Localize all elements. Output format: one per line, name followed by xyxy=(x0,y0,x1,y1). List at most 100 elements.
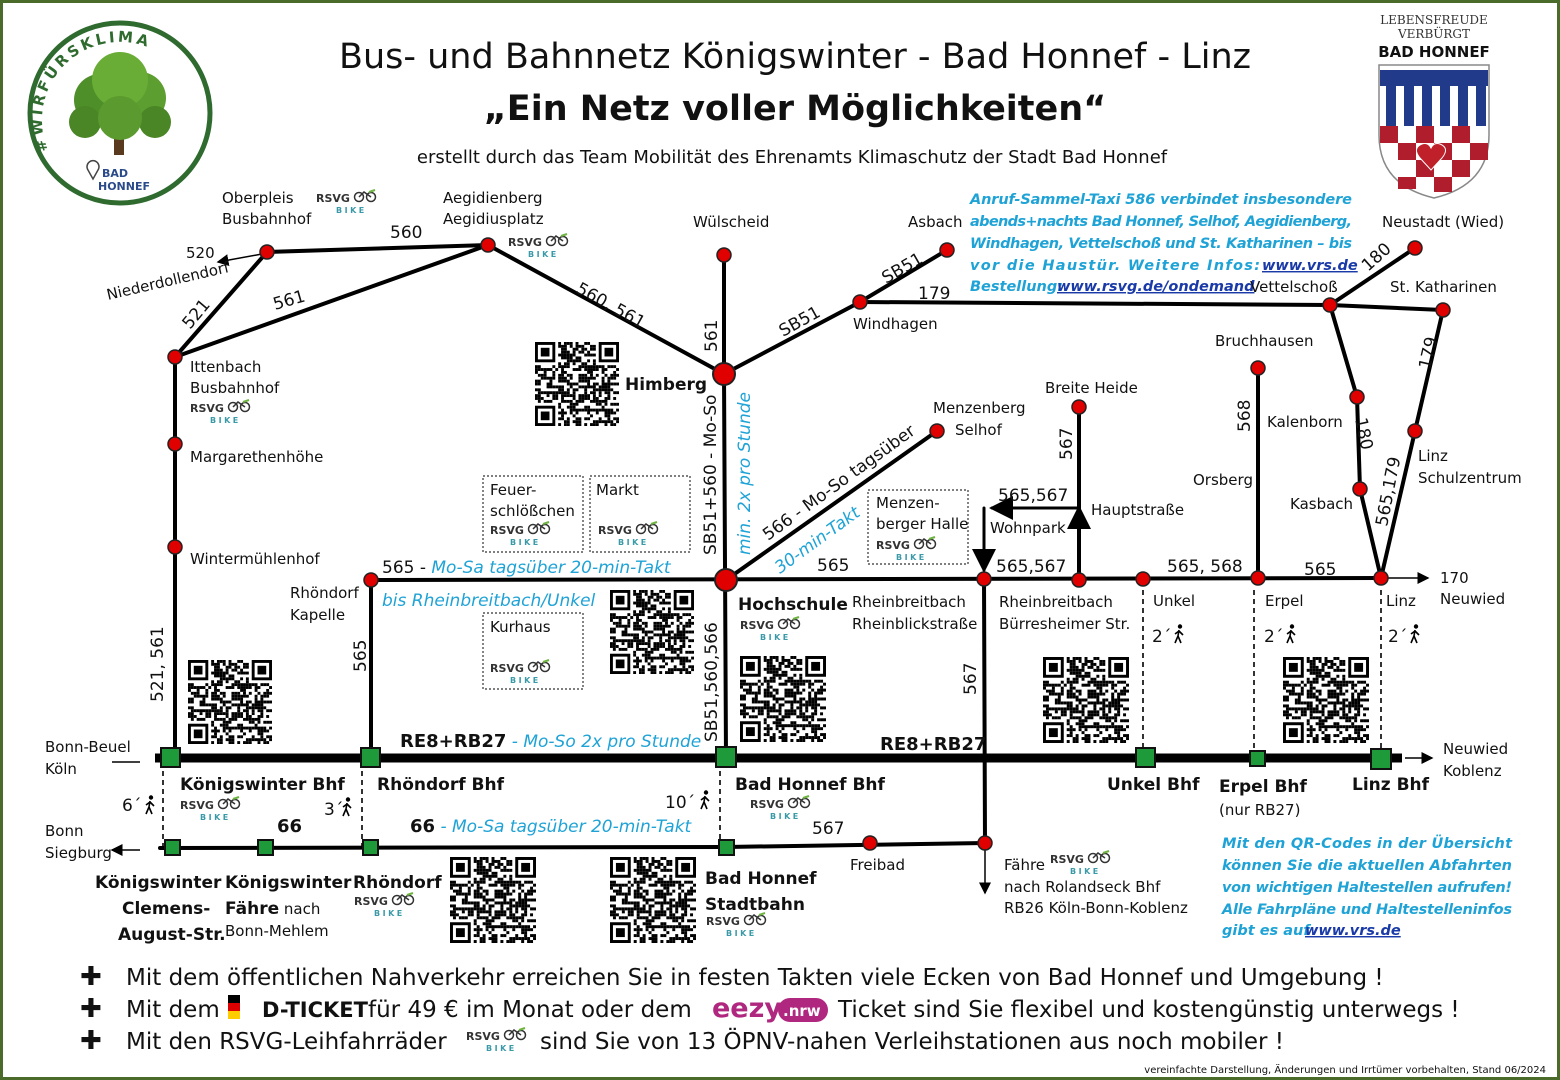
station-erpel-bhf[interactable] xyxy=(1249,750,1266,767)
rsvg-word: RSVG xyxy=(750,798,784,811)
stop-breite-heide[interactable] xyxy=(1071,399,1087,415)
rsvg-word: RSVG xyxy=(354,895,388,908)
svg-text:vor die Haustür. Weitere Infos: vor die Haustür. Weitere Infos: xyxy=(970,258,1260,274)
stop-hauptstrasse[interactable] xyxy=(1071,572,1087,588)
stop-hochschule[interactable] xyxy=(714,568,738,592)
svg-text:D-TICKET: D-TICKET xyxy=(262,998,369,1022)
svg-text:Mit dem öffentlichen Nahverkeh: Mit dem öffentlichen Nahverkehr erreiche… xyxy=(126,965,1384,991)
rsvg-bike: BIKE xyxy=(510,538,541,547)
qr-code-rhoendorf[interactable] xyxy=(450,857,536,943)
station-unkel-bhf[interactable] xyxy=(1135,747,1156,768)
stop-st-katharinen[interactable] xyxy=(1435,302,1451,318)
rsvg-word: RSVG xyxy=(190,402,224,415)
qr-code-linz[interactable] xyxy=(1283,657,1369,743)
walking-icon xyxy=(1174,624,1184,644)
svg-text:Rheinbreitbach: Rheinbreitbach xyxy=(852,593,966,611)
svg-text:560: 560 xyxy=(390,223,422,243)
stop-linz[interactable] xyxy=(1373,570,1389,586)
walking-icon xyxy=(342,797,352,817)
svg-text:Rheinblickstraße: Rheinblickstraße xyxy=(852,615,977,633)
qr-code-bad-honnef-bhf[interactable] xyxy=(740,656,826,742)
rsvg-word: RSVG xyxy=(740,619,774,632)
stop-aegidienberg[interactable] xyxy=(480,237,496,253)
svg-text:Rheinbreitbach: Rheinbreitbach xyxy=(999,593,1113,611)
svg-text:Linz: Linz xyxy=(1386,592,1416,610)
stop-ittenbach[interactable] xyxy=(167,349,183,365)
station-rhoendorf-bhf[interactable] xyxy=(360,747,381,768)
station-linz-bhf[interactable] xyxy=(1370,748,1392,770)
vrs-link-2[interactable]: www.vrs.de xyxy=(1305,923,1401,939)
stop-linz-schulzentrum[interactable] xyxy=(1407,423,1423,439)
qr-code-hochschule[interactable] xyxy=(610,590,694,674)
stop-wintermuehlenhof[interactable] xyxy=(167,539,183,555)
rsvg-bike: BIKE xyxy=(1070,867,1101,876)
stop-asbach[interactable] xyxy=(939,242,955,258)
stop-oberpleis[interactable] xyxy=(259,244,275,260)
svg-text:berger Halle: berger Halle xyxy=(876,515,968,533)
rsvg-word: RSVG xyxy=(490,524,524,537)
station-rhoendorf[interactable] xyxy=(362,839,379,856)
location-pin-icon xyxy=(86,160,100,181)
stop-faehre-rolandseck[interactable] xyxy=(977,835,993,851)
svg-text:Kalenborn: Kalenborn xyxy=(1267,413,1343,431)
stop-rheinbreitbach-buerresheimer[interactable] xyxy=(976,571,992,587)
stop-kalenborn[interactable] xyxy=(1349,389,1365,405)
svg-text:Hochschule: Hochschule xyxy=(738,595,848,615)
ondemand-link[interactable]: www.rsvg.de/ondemand xyxy=(1057,279,1255,295)
qr-code-himberg[interactable] xyxy=(535,342,619,426)
stop-margarethenhoehe[interactable] xyxy=(167,436,183,452)
station-kw-faehre[interactable] xyxy=(257,839,274,856)
svg-text:RE8+RB27: RE8+RB27 xyxy=(880,734,986,755)
stop-kasbach[interactable] xyxy=(1352,481,1368,497)
qr-code-koenigswinter[interactable] xyxy=(188,660,272,744)
stop-wuelscheid[interactable] xyxy=(716,247,732,263)
svg-text:560, 561: 560, 561 xyxy=(573,279,649,333)
svg-text:Mit den RSVG-Leihfahrräder: Mit den RSVG-Leihfahrräder xyxy=(126,1029,447,1055)
taxi-note: Anruf-Sammel-Taxi 586 verbindet insbeson… xyxy=(969,192,1358,295)
stop-menzenberg[interactable] xyxy=(929,423,945,439)
bike-station-box xyxy=(867,489,969,565)
svg-text:Alle Fahrpläne und Haltestelle: Alle Fahrpläne und Haltestelleninfos xyxy=(1221,902,1512,918)
rsvg-bike: BIKE xyxy=(618,538,649,547)
qr-code-bh-stadtbahn[interactable] xyxy=(610,857,696,943)
walk-connections xyxy=(112,590,1434,850)
svg-text:SB51+560 - Mo-So: SB51+560 - Mo-So xyxy=(701,395,721,555)
svg-text:Ticket sind Sie flexibel und k: Ticket sind Sie flexibel und kostengünst… xyxy=(837,997,1460,1023)
station-bh-stadtbahn[interactable] xyxy=(718,839,735,856)
svg-text:Bad Honnef: Bad Honnef xyxy=(705,869,817,889)
station-bad-honnef-bhf[interactable] xyxy=(715,746,737,768)
stop-freibad[interactable] xyxy=(862,835,878,851)
rsvg-word: RSVG xyxy=(316,192,350,205)
stop-neustadt[interactable] xyxy=(1407,240,1423,256)
stop-bruchhausen[interactable] xyxy=(1250,360,1266,376)
stop-erpel[interactable] xyxy=(1250,570,1266,586)
stop-vettelschoss[interactable] xyxy=(1322,297,1338,313)
stop-rhoendorf-kapelle[interactable] xyxy=(363,572,379,588)
stops xyxy=(160,237,1451,856)
walking-icon xyxy=(1410,624,1420,644)
svg-text:abends+nachts Bad Honnef, Selh: abends+nachts Bad Honnef, Selhof, Aegidi… xyxy=(970,214,1352,230)
stop-himberg[interactable] xyxy=(712,362,736,386)
qr-code-rheinbreitbach[interactable] xyxy=(1043,657,1129,743)
svg-text:3´: 3´ xyxy=(324,800,343,820)
svg-text:Schulzentrum: Schulzentrum xyxy=(1418,469,1522,487)
svg-text:Busbahnhof: Busbahnhof xyxy=(222,210,312,228)
rsvg-bike: BIKE xyxy=(760,633,791,642)
rsvg-bike: BIKE xyxy=(200,813,231,822)
station-koenigswinter-bhf[interactable] xyxy=(160,747,181,768)
svg-text:565, 568: 565, 568 xyxy=(1167,557,1243,577)
svg-text:Siegburg: Siegburg xyxy=(45,844,112,862)
svg-text:Neustadt (Wied): Neustadt (Wied) xyxy=(1382,213,1504,231)
stop-unkel[interactable] xyxy=(1135,571,1151,587)
qr-note: Mit den QR-Codes in der Übersicht können… xyxy=(1221,834,1513,939)
svg-text:2´: 2´ xyxy=(1152,627,1171,647)
svg-text:Bonn-Mehlem: Bonn-Mehlem xyxy=(225,922,329,940)
stop-windhagen[interactable] xyxy=(852,294,868,310)
germany-flag-icon xyxy=(228,995,240,1019)
vrs-link[interactable]: www.vrs.de xyxy=(1262,258,1358,274)
svg-text:Stadtbahn: Stadtbahn xyxy=(705,895,805,915)
svg-text:Windhagen: Windhagen xyxy=(853,315,938,333)
station-kw-clemens[interactable] xyxy=(164,839,181,856)
